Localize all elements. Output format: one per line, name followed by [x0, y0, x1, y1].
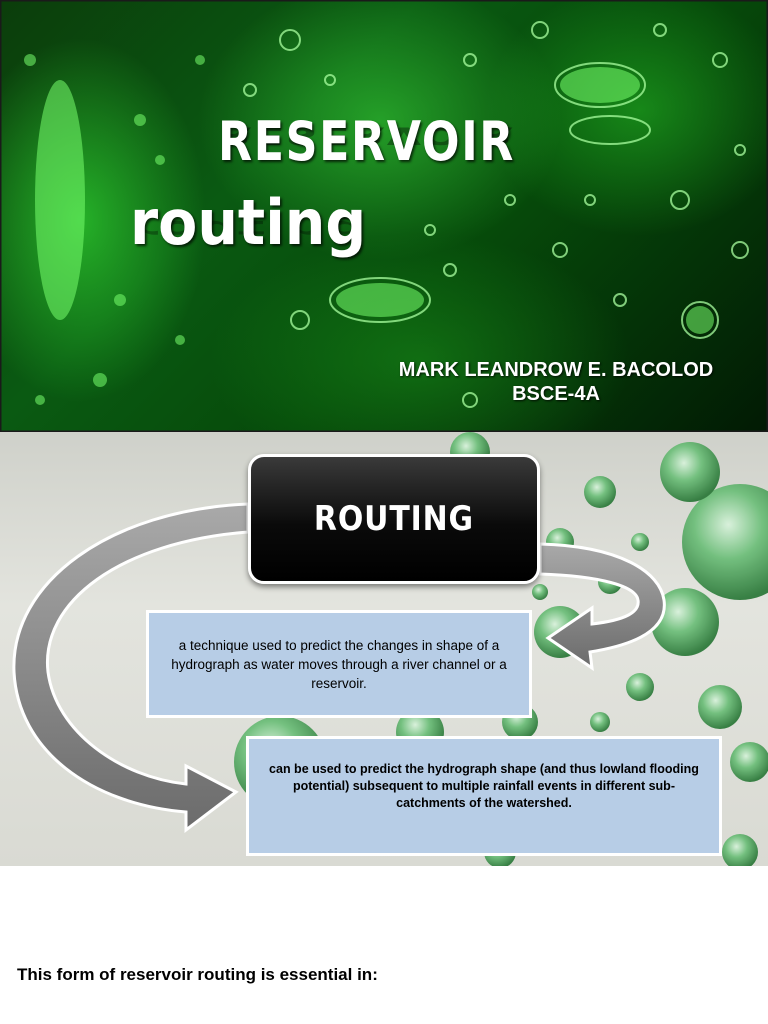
green-bubbles-background — [0, 0, 768, 432]
definition-text: a technique used to predict the changes … — [171, 637, 507, 691]
title-routing: routing — [130, 186, 367, 259]
author-section: BSCE-4A — [512, 383, 600, 405]
author-name: MARK LEANDROW E. BACOLOD — [398, 359, 714, 381]
definition-box: a technique used to predict the changes … — [146, 610, 532, 718]
routing-heading-box: ROUTING — [248, 454, 540, 584]
routing-heading: ROUTING — [313, 499, 475, 539]
author-block: MARK LEANDROW E. BACOLOD BSCE-4A — [376, 358, 736, 406]
usage-text: can be used to predict the hydrograph sh… — [269, 762, 699, 810]
title-slide: RESERVOIR RESERVOIR routing routing MARK… — [0, 0, 768, 432]
routing-slide: ROUTING a technique used to predict the … — [0, 432, 768, 866]
right-curved-arrow — [538, 542, 666, 672]
usage-box: can be used to predict the hydrograph sh… — [246, 736, 722, 856]
title-reservoir: RESERVOIR — [218, 110, 516, 173]
left-curved-arrow — [12, 502, 250, 834]
body-text-line: This form of reservoir routing is essent… — [17, 965, 378, 984]
